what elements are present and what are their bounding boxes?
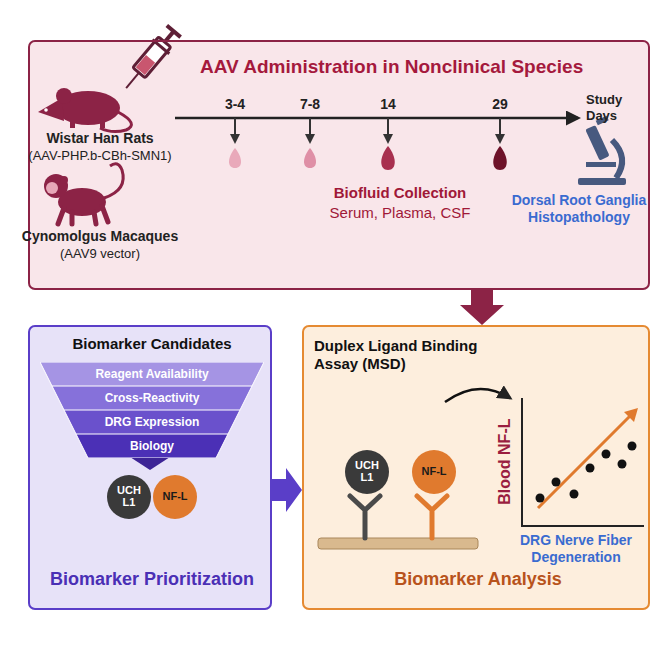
funnel-band xyxy=(40,362,264,386)
panel-title: AAV Administration in Nonclinical Specie… xyxy=(200,56,640,79)
scatter-chart xyxy=(521,525,644,527)
rat-icon xyxy=(100,120,105,128)
biomarker-circle: NF-L xyxy=(153,475,197,519)
flow-arrow xyxy=(272,468,302,512)
panel-caption: Biomarker Analysis xyxy=(304,569,652,591)
monkey-icon xyxy=(60,176,68,184)
syringe-icon xyxy=(167,26,181,38)
panel: Duplex Ligand Binding Assay (MSD) Biomark… xyxy=(302,325,650,610)
blood-drops xyxy=(229,146,507,170)
panel-title: Biomarker Candidates xyxy=(30,335,274,353)
capture-antibody xyxy=(417,496,447,538)
panel-caption: Biomarker Prioritization xyxy=(30,569,274,591)
panel-fills xyxy=(28,40,650,610)
assay-plate xyxy=(318,538,478,549)
blood-drops xyxy=(304,148,316,168)
funnel-layer: Cross-Reactivity xyxy=(40,386,264,410)
text-label: 3-4 xyxy=(215,96,255,113)
monkey-icon xyxy=(44,164,123,224)
panel-fill xyxy=(28,325,272,610)
monkey-icon xyxy=(44,174,68,198)
biomarker-circle: UCH L1 xyxy=(107,475,151,519)
panel: Biomarker CandidatesBiomarker Prioritiza… xyxy=(28,325,272,610)
scatter-chart xyxy=(602,450,611,459)
funnel-label: Biology xyxy=(130,439,174,453)
biomarker-circle: UCH L1 xyxy=(345,450,389,494)
rat-icon xyxy=(100,112,131,132)
funnel-label: Cross-Reactivity xyxy=(105,391,200,405)
funnel-band xyxy=(76,434,228,458)
funnel-label: DRG Expression xyxy=(105,415,200,429)
capture-antibody xyxy=(350,496,380,538)
syringe-icon xyxy=(126,73,139,88)
scatter-chart xyxy=(624,408,638,422)
microscope-icon xyxy=(612,140,622,178)
text-label: 14 xyxy=(368,96,408,113)
syringe-icon xyxy=(136,55,155,75)
scatter-chart xyxy=(538,412,634,508)
funnel-layer: Reagent Availability xyxy=(40,362,264,386)
biomarker-label: NF-L xyxy=(417,466,451,478)
panel-fill xyxy=(302,325,650,610)
curved-arrow xyxy=(445,389,510,402)
text-label: Wistar Han Rats xyxy=(15,130,185,147)
scatter-chart xyxy=(628,442,637,451)
monkey-icon xyxy=(104,164,123,198)
scatter-chart xyxy=(586,464,595,473)
rat-icon xyxy=(70,120,75,128)
text-label: (AAV9 vector) xyxy=(15,246,185,262)
blood-drops xyxy=(493,146,507,170)
funnel-band xyxy=(64,410,240,434)
text-label: Dorsal Root Ganglia Histopathology xyxy=(510,192,648,226)
timeline xyxy=(387,118,389,142)
funnel-band xyxy=(52,386,252,410)
rat-icon xyxy=(44,108,48,112)
funnel-layer: DRG Expression xyxy=(40,410,264,434)
biomarker-label: NF-L xyxy=(158,491,192,503)
timeline xyxy=(499,118,501,142)
text-label: DRG Nerve Fiber Degeneration xyxy=(505,532,647,566)
microscope-icon xyxy=(586,162,616,167)
monkey-icon xyxy=(46,182,58,194)
flow-arrow xyxy=(460,290,504,325)
scatter-chart xyxy=(536,494,545,503)
monkey-icon xyxy=(58,206,108,224)
text-label: Biofluid Collection xyxy=(315,184,485,202)
scatter-chart xyxy=(521,398,523,526)
text-label: Serum, Plasma, CSF xyxy=(315,204,485,222)
scatter-chart xyxy=(618,460,627,469)
scatter-chart xyxy=(570,490,579,499)
biomarker-label: UCH L1 xyxy=(350,460,384,483)
microscope-icon xyxy=(578,116,626,185)
text-label: 7-8 xyxy=(290,96,330,113)
funnel-spout xyxy=(130,457,170,470)
rat-icon xyxy=(56,88,72,104)
funnel-layer: Biology xyxy=(40,434,264,458)
biomarker-circle: NF-L xyxy=(412,450,456,494)
capture-antibody xyxy=(417,496,447,538)
biomarker-label: UCH L1 xyxy=(112,485,146,508)
funnel-label: Reagent Availability xyxy=(95,367,208,381)
text-label: Study Days xyxy=(586,92,642,123)
capture-antibody xyxy=(350,496,380,538)
text-label: (AAV-PHP.b-CBh-SMN1) xyxy=(15,148,185,164)
timeline xyxy=(309,118,311,142)
microscope-icon xyxy=(585,125,609,160)
rat-icon xyxy=(38,88,131,132)
scatter-chart xyxy=(521,398,644,526)
text-label: Cynomolgus Macaques xyxy=(15,228,185,245)
scatter-chart xyxy=(552,478,561,487)
text-label: 29 xyxy=(480,96,520,113)
timeline xyxy=(175,118,578,142)
blood-drops xyxy=(229,148,241,168)
text-label: Blood NF-L xyxy=(495,412,514,512)
syringe-icon xyxy=(133,37,171,78)
blood-drops xyxy=(381,146,395,170)
panel-title: Duplex Ligand Binding Assay (MSD) xyxy=(314,337,504,373)
syringe-icon xyxy=(118,24,182,95)
timeline xyxy=(234,118,236,142)
